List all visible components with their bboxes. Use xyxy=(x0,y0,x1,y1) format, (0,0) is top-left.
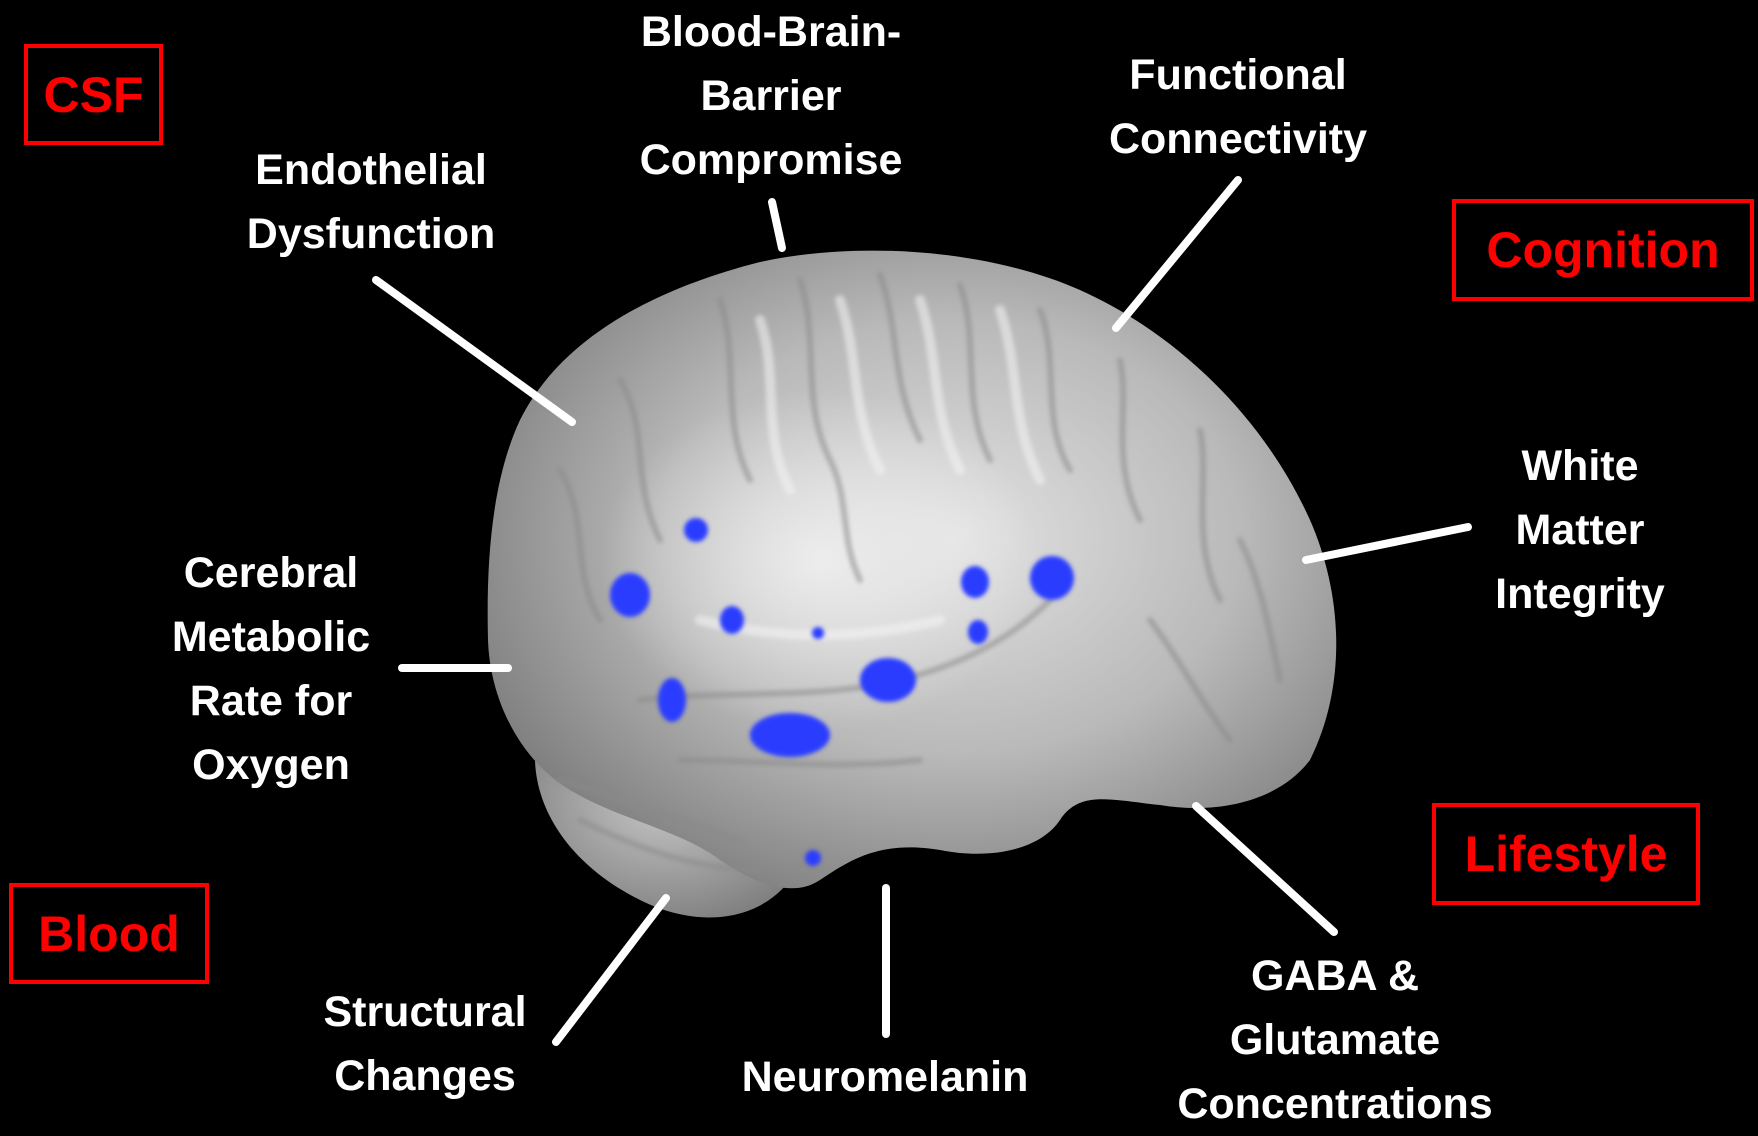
label-endothelial-dysfunction: Endothelial Dysfunction xyxy=(247,138,495,266)
category-cognition: Cognition xyxy=(1452,199,1754,301)
activation-blob xyxy=(860,658,916,702)
connector-white-matter xyxy=(1306,527,1468,560)
category-lifestyle: Lifestyle xyxy=(1432,803,1700,905)
category-lifestyle-label: Lifestyle xyxy=(1465,829,1668,879)
category-blood-label: Blood xyxy=(38,909,180,959)
label-functional-connectivity: Functional Connectivity xyxy=(1109,43,1367,171)
activation-blob xyxy=(720,606,744,634)
category-blood: Blood xyxy=(9,883,209,984)
category-cognition-label: Cognition xyxy=(1486,225,1719,275)
label-gaba-glutamate: GABA & Glutamate Concentrations xyxy=(1177,944,1492,1136)
activation-blob xyxy=(961,566,989,598)
activation-blob xyxy=(658,678,686,722)
connector-functional xyxy=(1116,180,1238,328)
label-white-matter-integrity: White Matter Integrity xyxy=(1495,434,1665,626)
connector-gaba xyxy=(1196,806,1334,932)
activation-blob xyxy=(610,573,650,617)
connector-structural xyxy=(556,898,666,1042)
category-csf-label: CSF xyxy=(44,70,144,120)
label-cmro2: Cerebral Metabolic Rate for Oxygen xyxy=(172,541,370,797)
activation-blob xyxy=(805,850,821,866)
connector-bbb xyxy=(772,202,782,248)
activation-blob xyxy=(1030,556,1074,600)
activation-blob xyxy=(684,518,708,542)
connector-endothelial xyxy=(376,280,572,422)
activation-blob xyxy=(750,713,830,757)
label-neuromelanin: Neuromelanin xyxy=(742,1045,1029,1109)
label-structural-changes: Structural Changes xyxy=(323,980,526,1108)
label-blood-brain-barrier: Blood-Brain- Barrier Compromise xyxy=(640,0,903,192)
activation-blob xyxy=(812,627,824,639)
category-csf: CSF xyxy=(24,44,163,145)
activation-blob xyxy=(968,620,988,644)
